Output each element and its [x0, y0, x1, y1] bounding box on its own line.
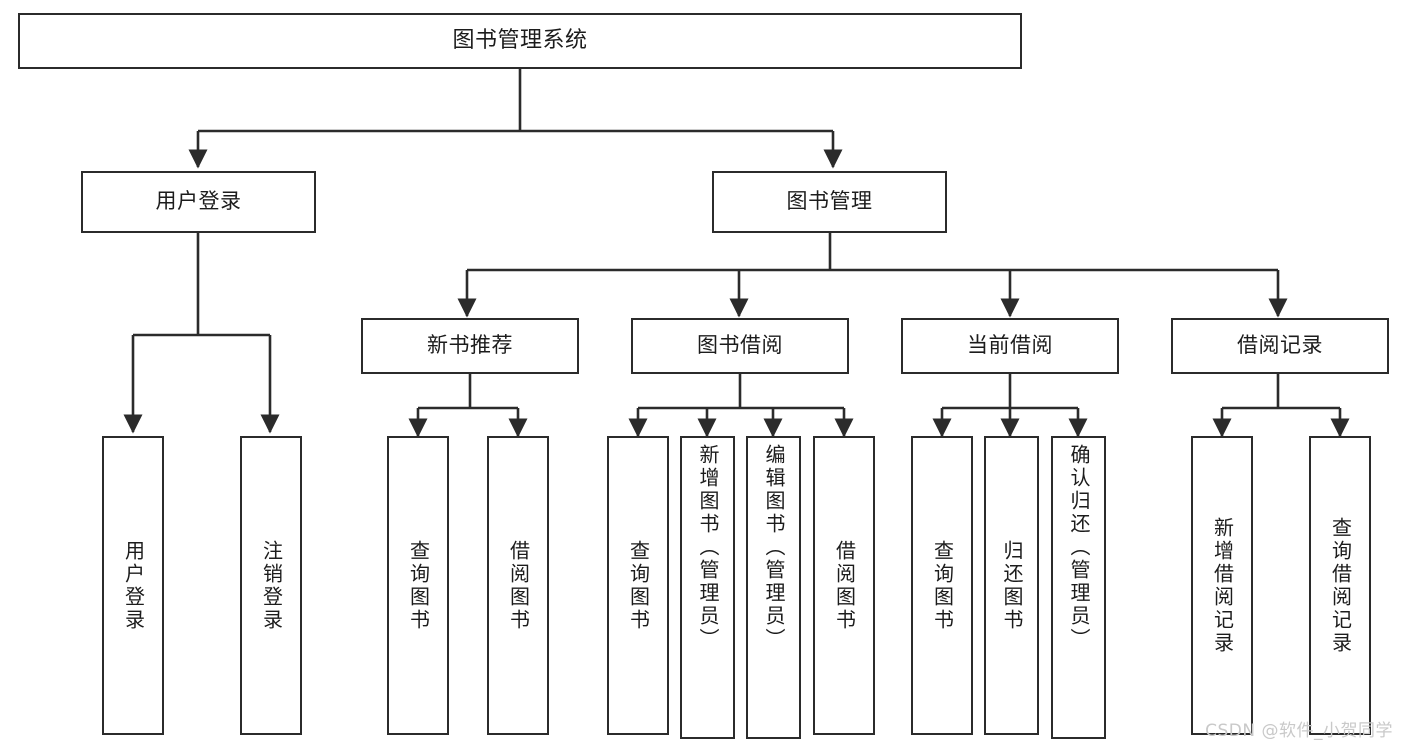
node-leaf-borrow-book-1-label: 借阅图书 — [506, 539, 531, 632]
node-leaf-return-book-label: 归还图书 — [1000, 539, 1024, 632]
node-leaf-confirm-return-label: 确认归还（管理员） — [1067, 444, 1091, 651]
node-leaf-borrow-book-2[interactable]: 借阅图书 — [813, 436, 875, 735]
watermark-text: CSDN @软件_小贺同学 — [1205, 721, 1393, 741]
node-leaf-borrow-book-1[interactable]: 借阅图书 — [487, 436, 549, 735]
node-leaf-query-book-3-label: 查询图书 — [930, 539, 955, 632]
node-borrow-record[interactable]: 借阅记录 — [1171, 318, 1389, 374]
node-book-manage-label: 图书管理 — [786, 189, 873, 214]
node-user-login-label: 用户登录 — [155, 189, 242, 214]
node-leaf-query-book-2-label: 查询图书 — [626, 539, 651, 632]
node-leaf-user-login-label: 用户登录 — [121, 539, 146, 632]
node-leaf-edit-book[interactable]: 编辑图书（管理员） — [746, 436, 801, 739]
node-leaf-query-book-1[interactable]: 查询图书 — [387, 436, 449, 735]
node-root-label: 图书管理系统 — [452, 27, 588, 53]
node-current-borrow[interactable]: 当前借阅 — [901, 318, 1119, 374]
node-leaf-return-book[interactable]: 归还图书 — [984, 436, 1039, 735]
node-borrow-record-label: 借阅记录 — [1237, 333, 1323, 358]
node-leaf-query-record-label: 查询借阅记录 — [1328, 516, 1353, 655]
node-book-manage[interactable]: 图书管理 — [712, 171, 947, 233]
node-leaf-logout-login-label: 注销登录 — [259, 539, 284, 632]
node-new-book-rec-label: 新书推荐 — [427, 333, 513, 358]
node-current-borrow-label: 当前借阅 — [967, 333, 1053, 358]
node-leaf-add-record[interactable]: 新增借阅记录 — [1191, 436, 1253, 735]
node-leaf-query-book-3[interactable]: 查询图书 — [911, 436, 973, 735]
node-leaf-confirm-return[interactable]: 确认归还（管理员） — [1051, 436, 1106, 739]
node-user-login[interactable]: 用户登录 — [81, 171, 316, 233]
node-leaf-borrow-book-2-label: 借阅图书 — [832, 539, 857, 632]
node-leaf-add-book-label: 新增图书（管理员） — [696, 444, 720, 651]
node-new-book-rec[interactable]: 新书推荐 — [361, 318, 579, 374]
node-book-borrow-label: 图书借阅 — [697, 333, 783, 358]
node-leaf-add-record-label: 新增借阅记录 — [1210, 516, 1235, 655]
node-leaf-edit-book-label: 编辑图书（管理员） — [762, 444, 786, 651]
node-leaf-query-record[interactable]: 查询借阅记录 — [1309, 436, 1371, 735]
node-book-borrow[interactable]: 图书借阅 — [631, 318, 849, 374]
node-leaf-logout-login[interactable]: 注销登录 — [240, 436, 302, 735]
node-leaf-query-book-2[interactable]: 查询图书 — [607, 436, 669, 735]
node-root[interactable]: 图书管理系统 — [18, 13, 1022, 69]
node-leaf-query-book-1-label: 查询图书 — [406, 539, 431, 632]
node-leaf-add-book[interactable]: 新增图书（管理员） — [680, 436, 735, 739]
node-leaf-user-login[interactable]: 用户登录 — [102, 436, 164, 735]
